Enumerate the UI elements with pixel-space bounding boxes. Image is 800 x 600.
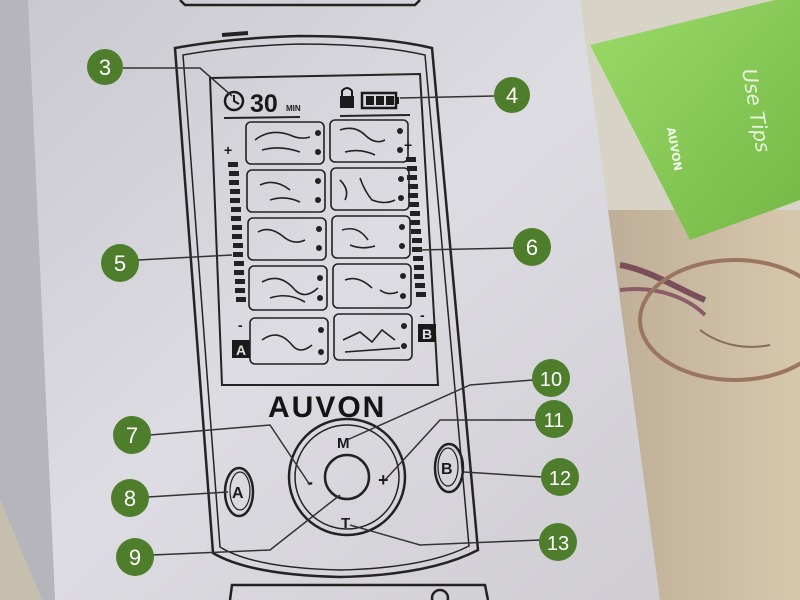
callout-10-circle bbox=[532, 359, 570, 397]
timer-value: 30 bbox=[250, 90, 278, 118]
channel-b-intensity-bar bbox=[406, 157, 426, 297]
callout-4: 4 bbox=[506, 83, 518, 108]
callout-5-circle bbox=[101, 244, 139, 282]
timer-unit: MIN bbox=[286, 104, 301, 113]
eyeglasses bbox=[619, 258, 800, 382]
lock-icon bbox=[340, 87, 354, 108]
callouts: 3 4 5 6 7 8 9 10 11 12 13 bbox=[87, 49, 579, 576]
display-channel-a-box bbox=[232, 340, 250, 358]
callout-7-circle bbox=[113, 416, 151, 454]
callout-6: 6 bbox=[526, 235, 538, 260]
callout-11-circle bbox=[535, 400, 573, 438]
channel-a-intensity-bar bbox=[228, 162, 246, 302]
callout-3: 3 bbox=[99, 55, 111, 80]
clock-icon bbox=[223, 90, 245, 112]
display-channel-b-box bbox=[418, 324, 436, 342]
leaflet: Use Tips AUVON bbox=[590, 0, 800, 240]
channel-a-button-label: A bbox=[232, 485, 244, 502]
callout-6-circle bbox=[513, 228, 551, 266]
channel-b-minus: - bbox=[420, 307, 425, 323]
tens-device bbox=[173, 31, 480, 579]
callout-10: 10 bbox=[540, 369, 562, 391]
minus-button[interactable]: - bbox=[307, 472, 313, 492]
callout-12: 12 bbox=[549, 468, 571, 490]
control-ring bbox=[287, 417, 407, 537]
device-top-partial bbox=[179, 0, 421, 7]
callout-9: 9 bbox=[129, 545, 141, 570]
device-bottom-partial bbox=[228, 583, 490, 600]
channel-b-button[interactable]: B bbox=[433, 442, 465, 494]
display-channel-a: A bbox=[236, 342, 246, 358]
mode-indicator-dots bbox=[315, 128, 407, 355]
callout-13: 13 bbox=[547, 533, 569, 555]
display-content: 30 MIN + - + bbox=[223, 87, 436, 365]
display-channel-b: B bbox=[422, 326, 432, 342]
callout-leaders bbox=[123, 67, 543, 556]
callout-8-circle bbox=[111, 479, 149, 517]
plus-button[interactable]: + bbox=[378, 470, 389, 490]
channel-a-minus: - bbox=[238, 317, 243, 333]
time-button[interactable]: T bbox=[341, 515, 350, 532]
callout-7: 7 bbox=[126, 423, 138, 448]
brand-logo: AUVON bbox=[268, 391, 386, 424]
channel-b-button-label: B bbox=[441, 461, 453, 478]
mode-icon-grid bbox=[245, 119, 413, 365]
product-box bbox=[0, 0, 660, 600]
callout-4-circle bbox=[494, 77, 530, 113]
callout-11: 11 bbox=[544, 410, 565, 432]
callout-5: 5 bbox=[114, 251, 126, 276]
callout-3-circle bbox=[87, 49, 123, 85]
battery-icon bbox=[360, 91, 399, 110]
callout-13-circle bbox=[539, 523, 577, 561]
callout-8: 8 bbox=[124, 486, 136, 511]
mode-button[interactable]: M bbox=[337, 435, 350, 452]
callout-9-circle bbox=[116, 538, 154, 576]
callout-12-circle bbox=[541, 458, 579, 496]
channel-a-plus: + bbox=[224, 142, 232, 158]
